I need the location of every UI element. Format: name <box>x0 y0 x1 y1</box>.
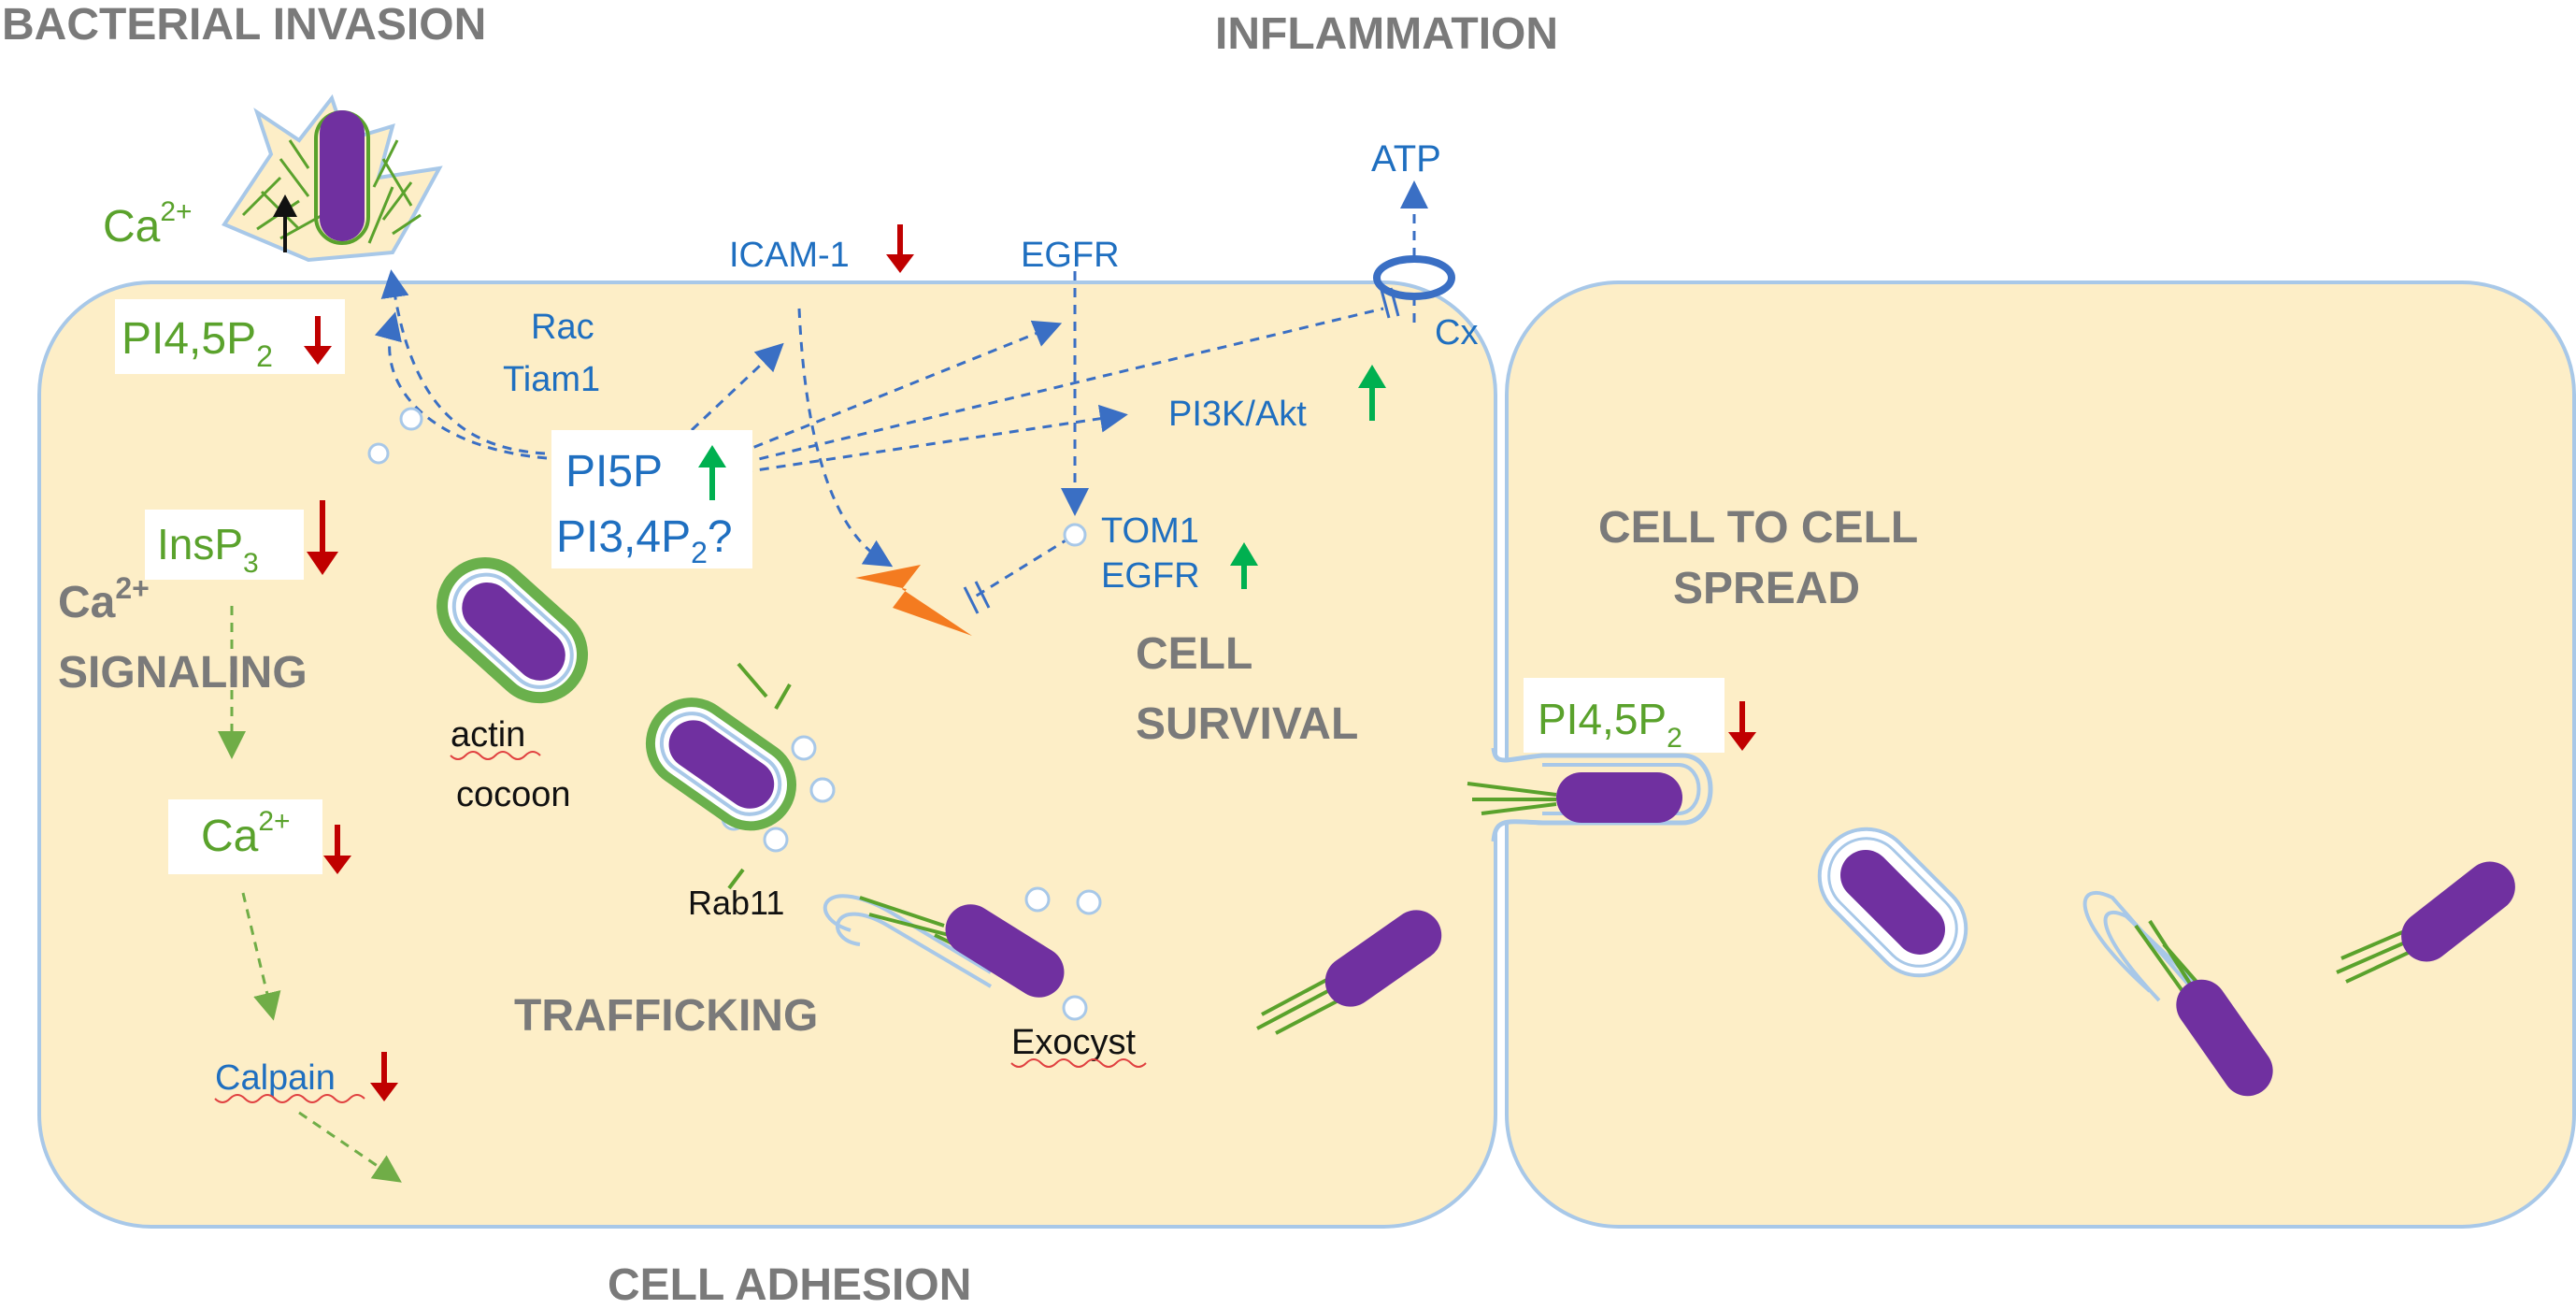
down-arrow-pi45p2-left <box>304 316 332 365</box>
title-cell-survival-line2: SURVIVAL <box>1136 699 1358 749</box>
up-arrow-pi3k <box>1358 365 1386 421</box>
down-arrow-pi45p2-right <box>1728 701 1756 751</box>
label-calpain: Calpain <box>215 1058 336 1098</box>
connexin-channel <box>1373 255 1455 300</box>
label-insp3: InsP3 <box>157 520 259 579</box>
title-cell-adhesion: CELL ADHESION <box>608 1260 971 1309</box>
exocyst-bacterium <box>823 894 1065 998</box>
label-cx: Cx <box>1435 313 1478 352</box>
right-cell <box>1505 280 2576 1229</box>
up-arrow-pi5p <box>698 445 726 500</box>
vacuole-bacterium <box>1817 827 1968 978</box>
title-cell-to-cell-line2: SPREAD <box>1673 564 1860 613</box>
label-pi45p2-left: PI4,5P2 <box>122 314 273 373</box>
escaping-bacterium <box>2082 891 2273 1097</box>
actin-cocoon-bacterium <box>436 556 589 704</box>
exocyst-underline <box>1010 1058 1147 1068</box>
label-tom1: TOM1 <box>1101 511 1199 551</box>
label-pi5p: PI5P <box>565 447 663 496</box>
down-arrow-insp3 <box>307 500 338 575</box>
label-actin: actin <box>451 715 525 755</box>
label-rab11: Rab11 <box>688 884 784 922</box>
up-arrow-tom1 <box>1230 542 1258 589</box>
up-arrows <box>698 365 1386 589</box>
title-signaling: SIGNALING <box>58 648 308 698</box>
down-arrows <box>304 224 1756 1101</box>
title-inflammation: INFLAMMATION <box>1215 9 1558 59</box>
label-pi3k-akt: PI3K/Akt <box>1168 395 1307 434</box>
actin-underline <box>450 751 541 760</box>
green-cascade-arrows <box>218 606 402 1183</box>
label-egfr-top: EGFR <box>1021 236 1120 275</box>
title-cell-to-cell-line1: CELL TO CELL <box>1598 503 1918 553</box>
cytosol-bacterium <box>1256 910 1442 1035</box>
down-arrow-ca <box>323 825 351 874</box>
protrusion-bacterium <box>1467 772 1682 823</box>
inhibition-bars <box>963 287 1400 614</box>
label-pi34p2: PI3,4P2? <box>556 512 733 569</box>
label-atp: ATP <box>1371 138 1441 180</box>
label-pi45p2-right: PI4,5P2 <box>1538 695 1682 754</box>
down-arrow-calpain <box>370 1052 398 1101</box>
label-egfr-bottom: EGFR <box>1101 556 1200 596</box>
vesicles <box>367 407 1102 1021</box>
label-rac: Rac <box>531 308 594 347</box>
title-bacterial-invasion: BACTERIAL INVASION <box>2 0 486 50</box>
invasion-ruffle <box>221 94 443 263</box>
title-ca-signaling: Ca2+ <box>58 571 150 627</box>
blue-signal-arrows <box>374 180 1428 600</box>
calpain-underline <box>214 1094 365 1103</box>
label-ca-mid: Ca2+ <box>201 806 291 861</box>
title-cell-survival-line1: CELL <box>1136 629 1252 679</box>
right-free-bacterium <box>2336 861 2515 984</box>
label-ca-top: Ca2+ <box>103 196 193 252</box>
label-cocoon: cocoon <box>456 775 571 814</box>
label-backgrounds <box>115 299 1724 874</box>
lightning-icon <box>855 565 972 636</box>
title-trafficking: TRAFFICKING <box>514 991 818 1041</box>
down-arrow-icam <box>886 224 914 273</box>
label-exocyst: Exocyst <box>1011 1023 1136 1062</box>
rab11-bacterium <box>645 662 797 890</box>
label-tiam1: Tiam1 <box>503 360 600 399</box>
label-icam1: ICAM-1 <box>729 236 850 275</box>
